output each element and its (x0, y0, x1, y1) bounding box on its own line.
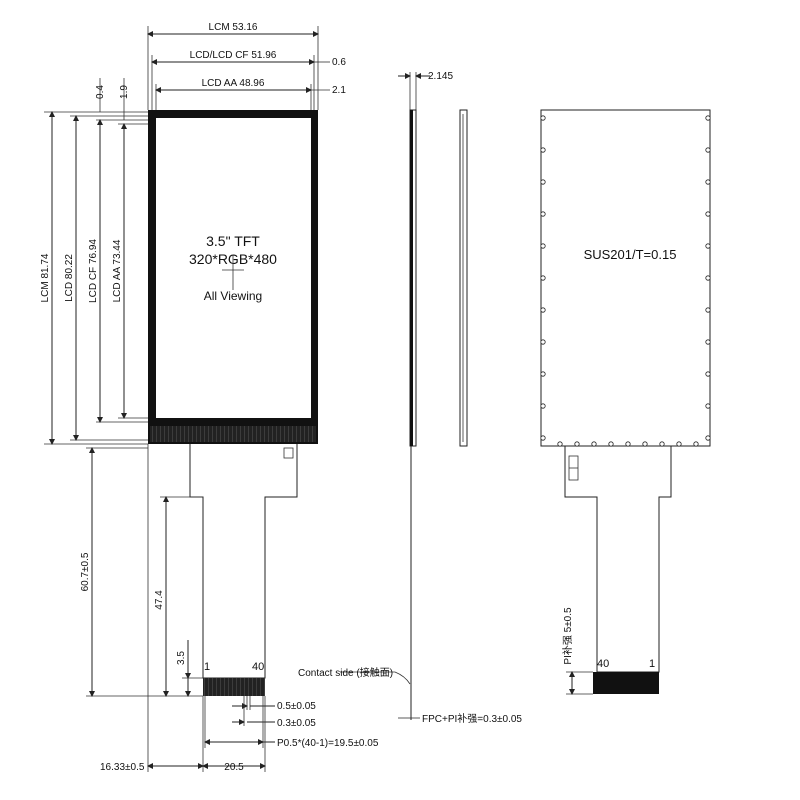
weld-dot (705, 179, 711, 185)
dim-lcm-width: LCM 53.16 (209, 22, 258, 33)
dim-pad-gap: 0.3±0.05 (277, 718, 316, 729)
back-pin-left: 40 (597, 658, 609, 670)
weld-dot (608, 441, 614, 447)
weld-dot (540, 243, 546, 249)
weld-dot (540, 371, 546, 377)
front-fpc: 1 40 (189, 444, 298, 696)
weld-dot (659, 441, 665, 447)
side-view: 2.145 Contact side (接触面) FPC+PI补强=0.3±0.… (298, 71, 522, 725)
left-dimensions: LCM 81.74 LCD 80.22 LCD CF 76.94 LCD AA … (40, 78, 156, 445)
fpc-dimensions: 60.7±0.5 47.4 3.5 0.5±0.05 0.3±0.05 P0.5… (80, 444, 379, 773)
weld-dot (540, 147, 546, 153)
weld-dot (705, 147, 711, 153)
dim-fpc-width: 20.5 (224, 762, 244, 773)
dim-3-5: 3.5 (176, 651, 187, 665)
dim-lcd-aa-width: LCD AA 48.96 (202, 78, 265, 89)
weld-dot (540, 275, 546, 281)
dim-0-4: 0.4 (95, 85, 106, 99)
dim-pitch: P0.5*(40-1)=19.5±0.05 (277, 738, 379, 749)
weld-dot (591, 441, 597, 447)
weld-dot (557, 441, 563, 447)
dim-fpc-length: 60.7±0.5 (80, 552, 91, 591)
dim-lcd-cf-height: LCD CF 76.94 (88, 239, 99, 303)
weld-dot (705, 435, 711, 441)
weld-dot (574, 441, 580, 447)
back-view: SUS201/T=0.15 40 1 PI补强 5±0.5 (540, 109, 711, 695)
dim-lcm-height: LCM 81.74 (40, 253, 51, 302)
weld-dot (540, 115, 546, 121)
weld-dot (676, 441, 682, 447)
panel-viewing-label: All Viewing (204, 289, 262, 303)
dim-47-4: 47.4 (154, 590, 165, 610)
weld-dot (705, 403, 711, 409)
dim-0-6: 0.6 (332, 57, 346, 68)
dim-lcd-aa-height: LCD AA 73.44 (112, 239, 123, 302)
weld-dot (693, 441, 699, 447)
weld-dot (540, 403, 546, 409)
weld-dot (705, 211, 711, 217)
side-view-2 (459, 109, 468, 447)
weld-dot (642, 441, 648, 447)
weld-dot (705, 339, 711, 345)
fpc-thickness-note: FPC+PI补强=0.3±0.05 (422, 712, 522, 725)
dim-2-1: 2.1 (332, 85, 346, 96)
material-label: SUS201/T=0.15 (584, 247, 677, 262)
top-dimensions: LCM 53.16 LCD/LCD CF 51.96 0.6 LCD AA 48… (147, 22, 346, 110)
weld-dot (705, 275, 711, 281)
contact-side-label: Contact side (接触面) (298, 666, 393, 679)
pin-first-label: 1 (204, 661, 210, 673)
dim-lcd-height: LCD 80.22 (64, 254, 75, 302)
pin-last-label: 40 (252, 661, 264, 673)
weld-dot (705, 307, 711, 313)
dim-1-9: 1.9 (119, 85, 130, 99)
weld-dot (705, 115, 711, 121)
weld-dot (540, 435, 546, 441)
weld-dots (540, 115, 711, 447)
back-pin-right: 1 (649, 658, 655, 670)
panel-size-label: 3.5" TFT (206, 233, 260, 249)
dim-offset: 16.33±0.5 (100, 762, 145, 773)
pi-stiffener-label: PI补强 5±0.5 (561, 607, 574, 665)
weld-dot (625, 441, 631, 447)
lcd-panel: 3.5" TFT 320*RGB*480 All Viewing (148, 110, 318, 444)
dim-thickness: 2.145 (428, 71, 453, 82)
weld-dot (540, 179, 546, 185)
weld-dot (540, 211, 546, 217)
weld-dot (705, 371, 711, 377)
weld-dot (540, 307, 546, 313)
weld-dot (540, 339, 546, 345)
weld-dot (705, 243, 711, 249)
front-view: LCM 53.16 LCD/LCD CF 51.96 0.6 LCD AA 48… (40, 22, 379, 773)
dim-pad-width: 0.5±0.05 (277, 701, 316, 712)
dim-lcd-cf-width: LCD/LCD CF 51.96 (190, 50, 277, 61)
